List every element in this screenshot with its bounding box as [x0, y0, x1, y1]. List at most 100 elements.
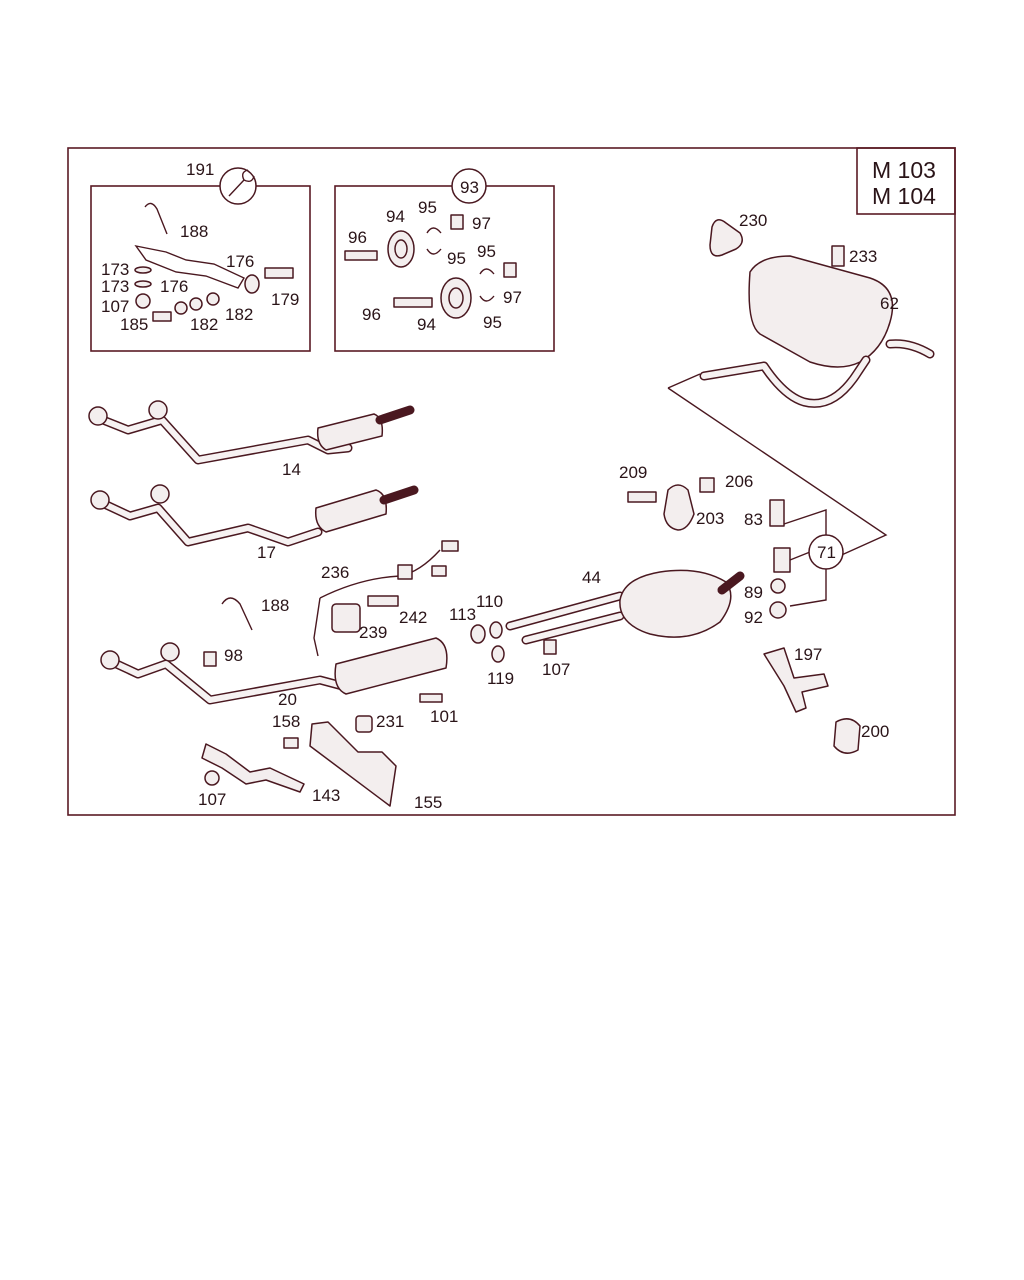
callout-label: 188	[180, 222, 208, 241]
callout-label: 197	[794, 645, 822, 664]
callout-label: 97	[472, 214, 491, 233]
ring-shape	[189, 297, 203, 311]
front-pipe-17	[90, 484, 419, 547]
hanger-230-shape	[709, 219, 743, 257]
bolt-158-shape	[283, 737, 299, 749]
bolt-shape	[344, 250, 378, 261]
callout-label: 95	[447, 249, 466, 268]
washer-89-shape	[770, 578, 786, 594]
callout-label: 83	[744, 510, 763, 529]
ring-119-shape	[491, 645, 505, 663]
callout-label: 200	[861, 722, 889, 741]
ring-110-shape	[489, 621, 503, 639]
bolt-209-shape	[627, 491, 657, 503]
callout-label: 107	[542, 660, 570, 679]
ring-shape	[206, 292, 220, 306]
flange-shape	[88, 406, 108, 426]
front-pipe-20	[100, 637, 448, 705]
callout-label: 230	[739, 211, 767, 230]
diagram-border	[67, 147, 956, 816]
clip-shape	[479, 268, 495, 302]
washer-shape	[134, 266, 152, 274]
insulator-231-shape	[355, 715, 373, 733]
callout-label: 209	[619, 463, 647, 482]
bolt-shape	[393, 297, 433, 308]
callout-label: 92	[744, 608, 763, 627]
center-silencer-44	[505, 569, 745, 645]
sensor-plug-shape	[431, 565, 447, 577]
engine-code-m103: M 103	[872, 157, 936, 183]
sensor-plug-shape	[441, 540, 459, 552]
callout-label: 95	[418, 198, 437, 217]
bolt-shape	[152, 311, 172, 322]
callout-label: 97	[503, 288, 522, 307]
bracket-71-circle	[808, 534, 844, 570]
callout-label: 185	[120, 315, 148, 334]
nut-92-shape	[769, 601, 787, 619]
mounting-kit-inset	[90, 167, 311, 352]
callout-label: 107	[198, 790, 226, 809]
wrench-symbol	[228, 169, 255, 197]
bolt-242-shape	[367, 595, 399, 607]
bracket-197-shape	[763, 647, 829, 713]
callout-label: 242	[399, 608, 427, 627]
nut-shape	[503, 262, 517, 278]
nut-shape	[450, 214, 464, 230]
callout-label: 239	[359, 623, 387, 642]
callout-label: 107	[101, 297, 129, 316]
engine-code-m104: M 104	[872, 183, 936, 209]
nut-shape	[135, 293, 151, 309]
flange-shape	[150, 484, 170, 504]
leader-line	[667, 373, 888, 563]
screw-98-shape	[203, 651, 217, 667]
clamp-188-shape	[221, 597, 253, 631]
callout-label: 95	[483, 313, 502, 332]
clip-233-shape	[831, 245, 845, 267]
callout-label: 110	[476, 592, 503, 611]
callout-label: 179	[271, 290, 299, 309]
callout-label: 44	[582, 568, 601, 587]
rear-silencer-assembly	[667, 219, 935, 563]
callout-labels: 191 188 176 173 173 176 179 107 185 182 …	[101, 160, 899, 812]
clamp-bracket-shape	[134, 202, 245, 289]
kit-circle	[451, 168, 487, 204]
sensor-holder-239-shape	[331, 603, 361, 633]
bolt-shape	[264, 267, 294, 279]
heat-shield-143-shape	[201, 743, 305, 793]
catalyst-20-shape	[334, 637, 448, 695]
sensor-connector-shape	[397, 564, 413, 580]
callout-label: 96	[362, 305, 381, 324]
nut-206-shape	[699, 477, 715, 493]
ring-shape	[174, 301, 188, 315]
washer-shape	[134, 280, 152, 288]
callout-label: 191	[186, 160, 214, 179]
catalyst-17-shape	[314, 489, 388, 533]
flange-shape	[100, 650, 120, 670]
flange-kit-inset	[334, 168, 555, 352]
bolt-83-shape	[769, 499, 785, 527]
callout-label: 71	[817, 543, 836, 562]
callout-label: 206	[725, 472, 753, 491]
rubber-mount-200-shape	[833, 718, 861, 754]
callout-label: 158	[272, 712, 300, 731]
hanger-203-shape	[663, 484, 695, 531]
callout-label: 188	[261, 596, 289, 615]
bracket-71-group	[769, 499, 844, 619]
bracket-leader-line	[783, 509, 827, 607]
oxygen-sensor-236	[313, 540, 459, 657]
callout-label: 20	[278, 690, 297, 709]
callout-label: 231	[376, 712, 404, 731]
callout-label: 95	[477, 242, 496, 261]
callout-label: 203	[696, 509, 724, 528]
callout-label: 94	[417, 315, 436, 334]
callout-label: 62	[880, 294, 899, 313]
clip-shape	[426, 227, 442, 255]
callout-label: 101	[430, 707, 458, 726]
flange-shape	[90, 490, 110, 510]
rear-silencer-shape	[748, 255, 894, 368]
callout-label: 182	[190, 315, 218, 334]
nut-107-shape	[543, 639, 557, 655]
bracket-shape	[773, 547, 791, 573]
callout-label: 233	[849, 247, 877, 266]
